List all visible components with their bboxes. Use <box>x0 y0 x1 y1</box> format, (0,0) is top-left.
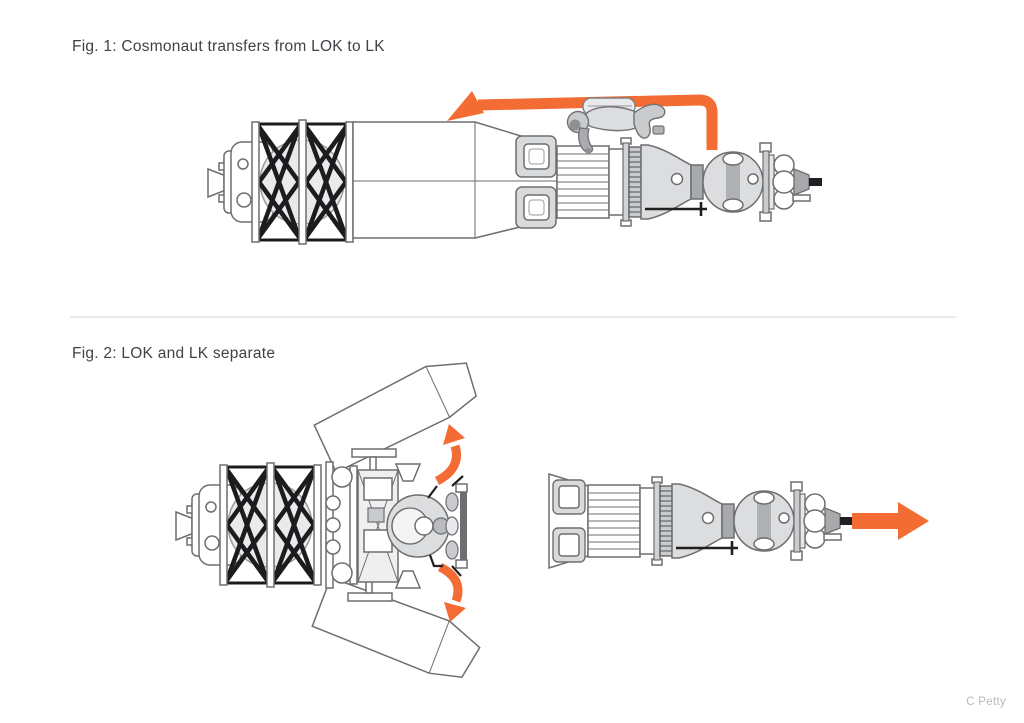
lok-spacecraft <box>557 138 822 226</box>
shroud-half-bottom <box>311 576 481 678</box>
separation-arrow-icon <box>852 502 929 540</box>
figure-1-illustration <box>0 91 1024 300</box>
block-d-stage <box>208 120 353 244</box>
adapter-panel-top <box>515 135 557 178</box>
lk-cabin-sphere <box>386 485 450 568</box>
jettison-arrow-up-icon <box>434 424 465 485</box>
cosmonaut <box>566 97 666 154</box>
section-divider <box>70 316 956 318</box>
lk-docking-unit <box>445 475 468 577</box>
figure-1-caption: Fig. 1: Cosmonaut transfers from LOK to … <box>72 38 385 55</box>
credit: C Petty <box>966 696 1006 708</box>
lok-aft-cone <box>548 472 589 570</box>
figure-2-caption: Fig. 2: LOK and LK separate <box>72 345 276 362</box>
lok-spacecraft-separated <box>548 472 853 570</box>
figure-2-illustration <box>0 362 929 678</box>
aft-panel <box>552 479 586 515</box>
transfer-arrow-icon <box>447 91 718 150</box>
jettison-arrow-down-icon <box>437 562 466 622</box>
block-d-stage <box>176 463 321 587</box>
aft-panel <box>552 527 586 563</box>
adapter-panel-bottom <box>515 186 557 229</box>
lk-lander <box>325 448 468 602</box>
